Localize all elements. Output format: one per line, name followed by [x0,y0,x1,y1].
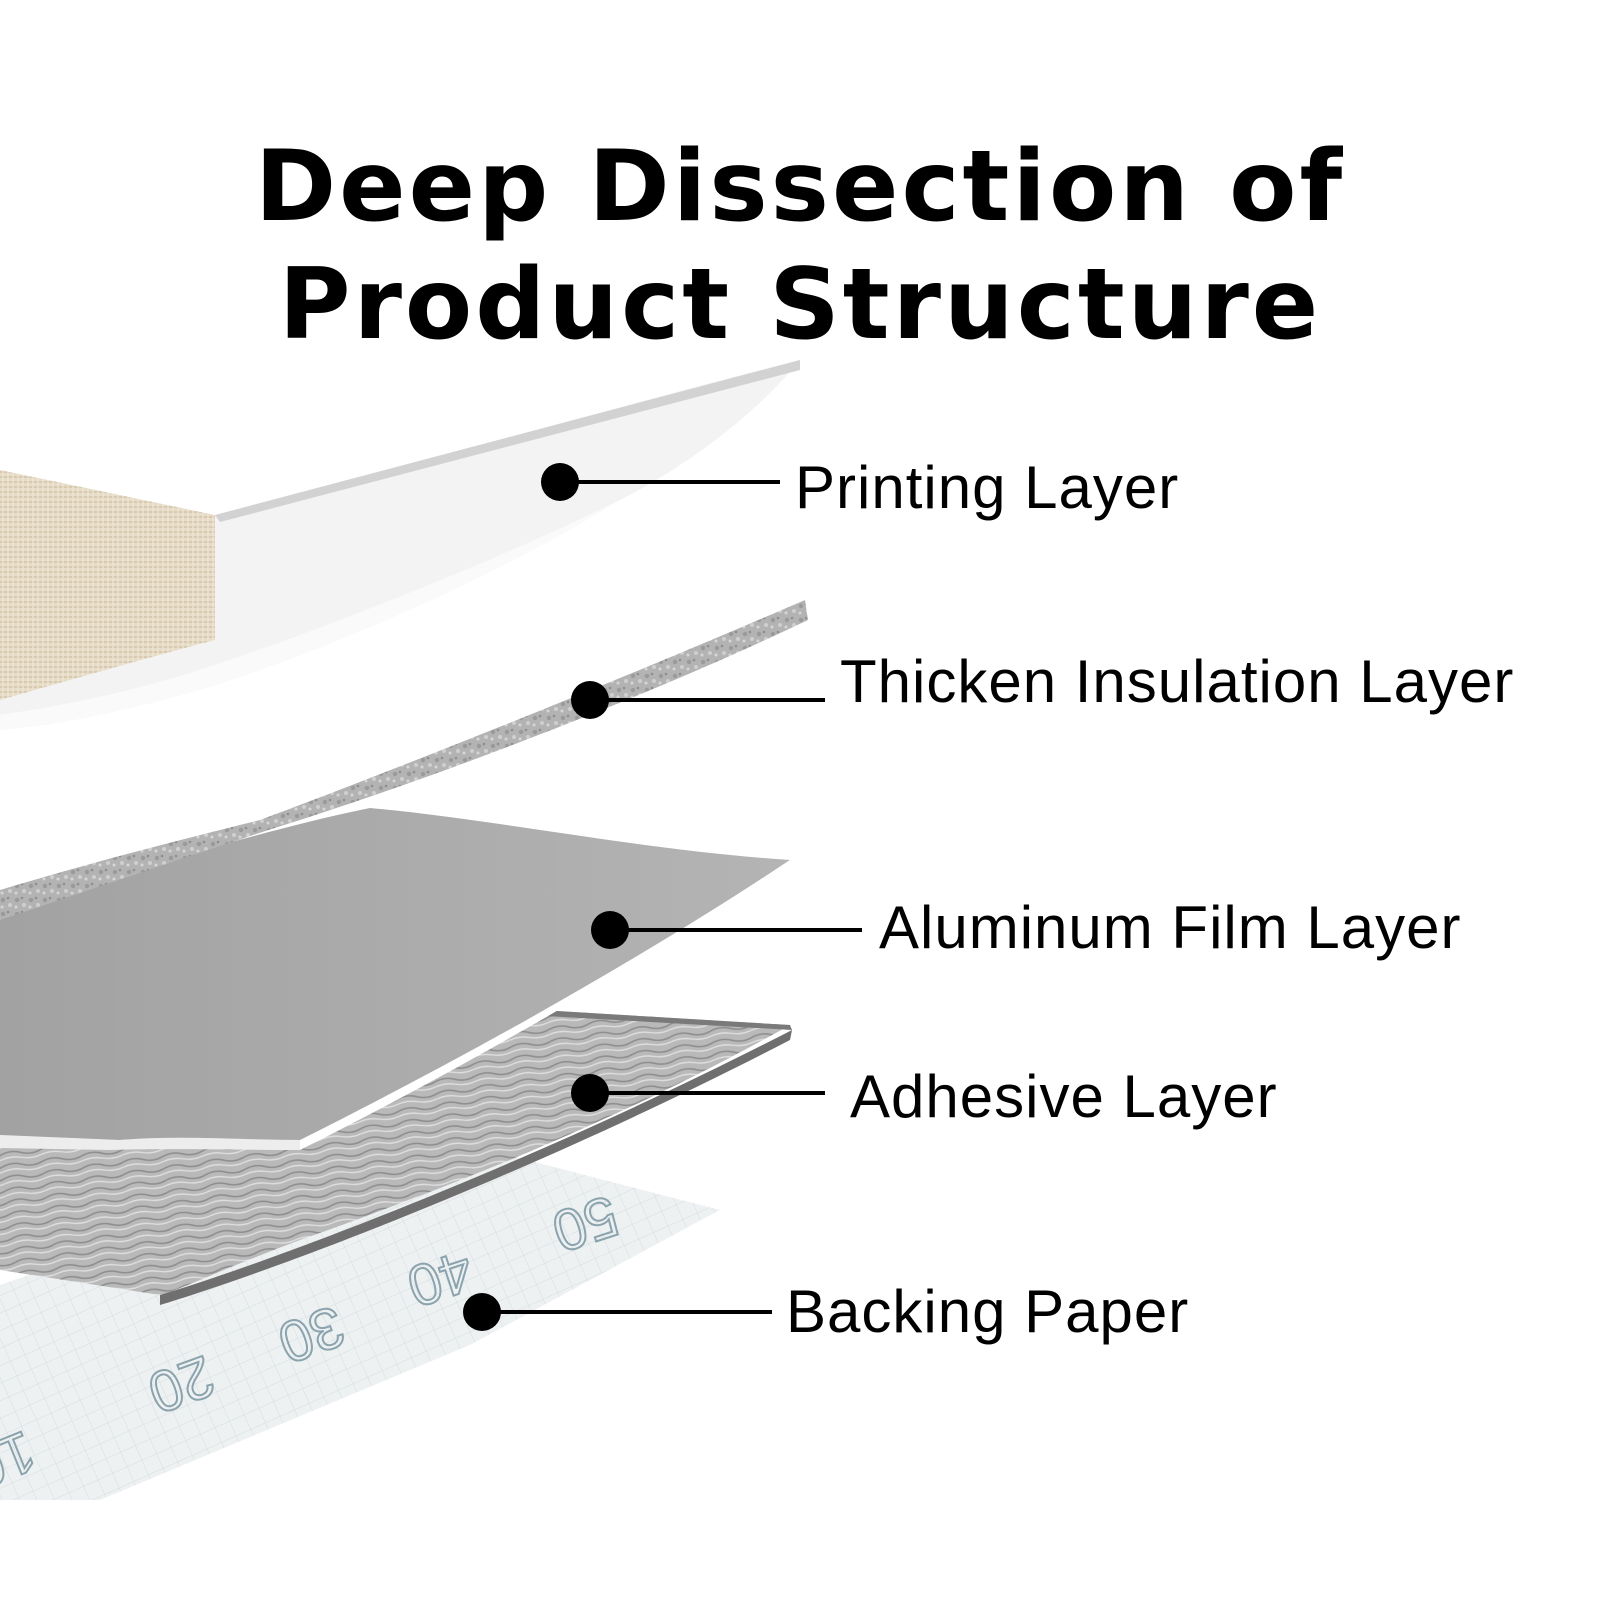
callout-aluminum-film-layer [591,911,862,949]
title-line-2: Product Structure [278,247,1322,362]
callout-adhesive-layer [571,1074,825,1112]
callout-printing-layer [541,463,780,501]
label-printing-layer: Printing Layer [795,454,1180,521]
callout-backing-paper [463,1293,772,1331]
label-adhesive-layer: Adhesive Layer [850,1063,1278,1130]
page-title: Deep Dissection of Product Structure [0,128,1600,364]
aluminum-film-layer-sheet [0,808,792,1150]
callout-insulation-layer [571,681,825,719]
label-thicken-insulation-layer: Thicken Insulation Layer [840,648,1515,715]
label-backing-paper: Backing Paper [786,1278,1190,1345]
insulation-layer-sheet [0,600,808,920]
printing-layer-sheet [0,360,800,730]
title-line-1: Deep Dissection of [254,129,1346,244]
label-aluminum-film-layer: Aluminum Film Layer [879,894,1462,961]
